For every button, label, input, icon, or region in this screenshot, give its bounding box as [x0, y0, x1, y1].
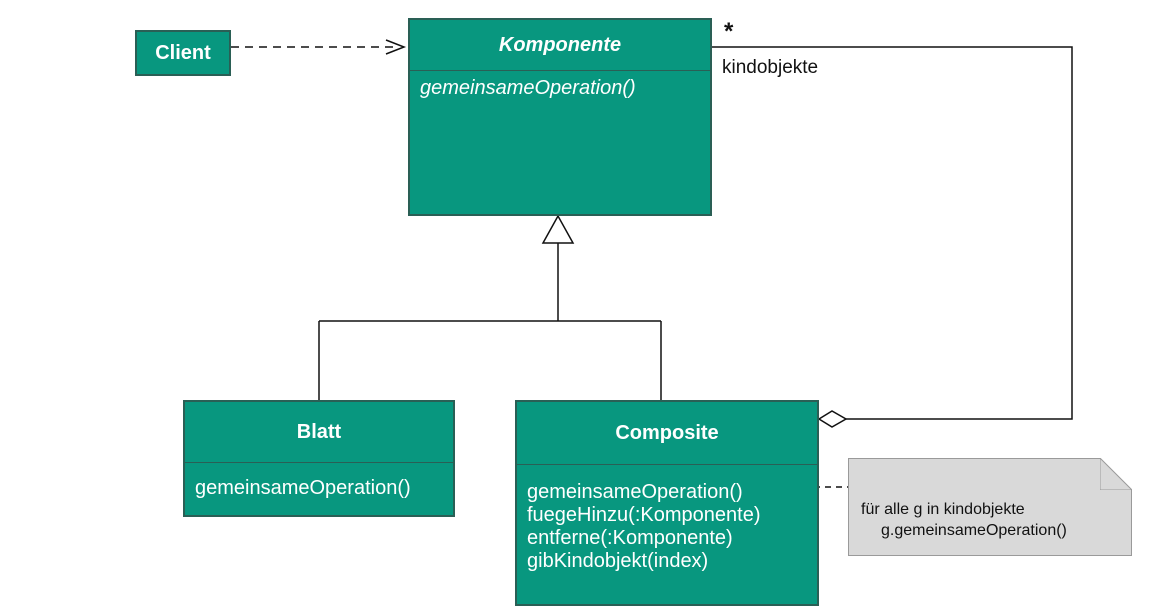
blatt-operations-compartment: gemeinsameOperation() [185, 462, 453, 500]
komponente-class[interactable]: Komponente gemeinsameOperation() [408, 18, 712, 216]
composite-class-name: Composite [615, 422, 719, 444]
note-line: g.gemeinsameOperation() [881, 522, 1067, 539]
blatt-class-name: Blatt [296, 421, 342, 443]
composite-operation: entferne(:Komponente) [527, 527, 733, 549]
association-role-label: kindobjekte [722, 57, 819, 78]
client-class[interactable]: Client [135, 30, 231, 76]
generalization-triangle [541, 214, 575, 244]
client-class-name: Client [155, 42, 211, 64]
composite-operation: gibKindobjekt(index) [527, 550, 709, 572]
dependency-arrowhead [385, 39, 407, 55]
aggregation-line [712, 46, 1073, 420]
komponente-operation: gemeinsameOperation() [420, 77, 636, 99]
blatt-class[interactable]: Blatt gemeinsameOperation() [183, 400, 455, 517]
composite-class[interactable]: Composite gemeinsameOperation() fuegeHin… [515, 400, 819, 606]
association-multiplicity: * [724, 18, 734, 45]
komponente-operations-compartment: gemeinsameOperation() [410, 70, 710, 100]
note-folded-corner [1100, 458, 1132, 490]
aggregation-diamond [817, 410, 848, 428]
composite-operation: fuegeHinzu(:Komponente) [527, 504, 761, 526]
komponente-class-name: Komponente [498, 34, 622, 56]
composite-operations-compartment: gemeinsameOperation() fuegeHinzu(:Kompon… [517, 464, 817, 573]
blatt-operation: gemeinsameOperation() [195, 477, 411, 499]
note-line: für alle g in kindobjekte [861, 501, 1025, 518]
uml-note[interactable]: für alle g in kindobjekte g.gemeinsameOp… [848, 458, 1132, 556]
composite-operation: gemeinsameOperation() [527, 481, 743, 503]
